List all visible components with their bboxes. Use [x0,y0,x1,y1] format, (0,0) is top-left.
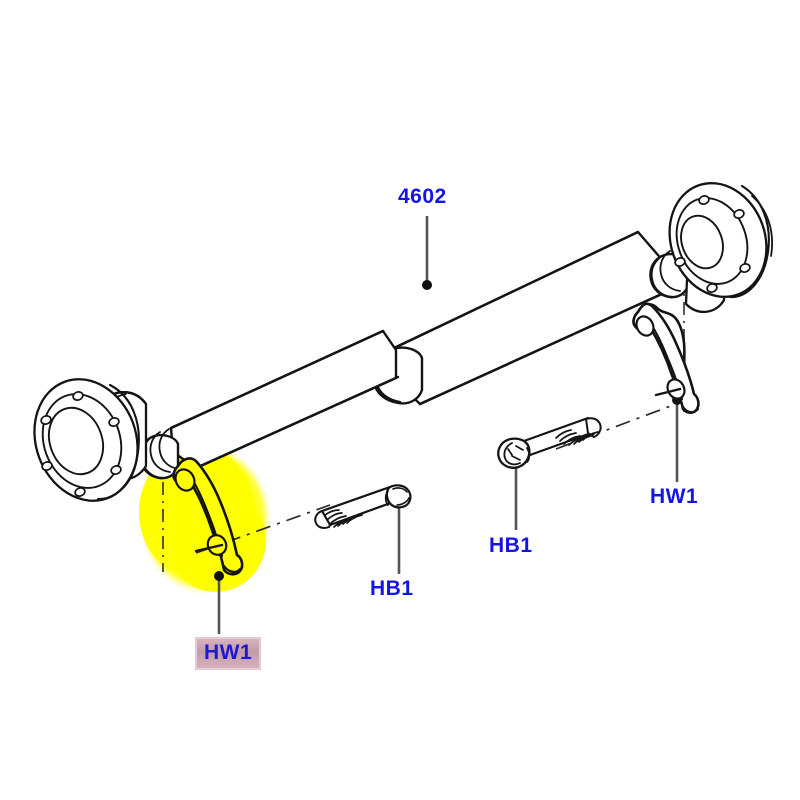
leader-lines [217,216,679,634]
callout-hb1-left[interactable]: HB1 [370,577,414,600]
callout-hb1-right[interactable]: HB1 [489,534,533,557]
callout-4602[interactable]: 4602 [398,185,447,208]
flange-yoke-right [668,182,773,313]
bolt-left [314,484,412,529]
flange-yoke-left [33,378,148,502]
strap-clamp-left [172,457,244,576]
callout-hw1-left[interactable]: HW1 [196,638,261,669]
bolt-right [497,416,602,469]
propeller-shaft [139,230,690,480]
strap-clamp-right [632,302,700,415]
callout-hw1-right[interactable]: HW1 [650,485,699,508]
